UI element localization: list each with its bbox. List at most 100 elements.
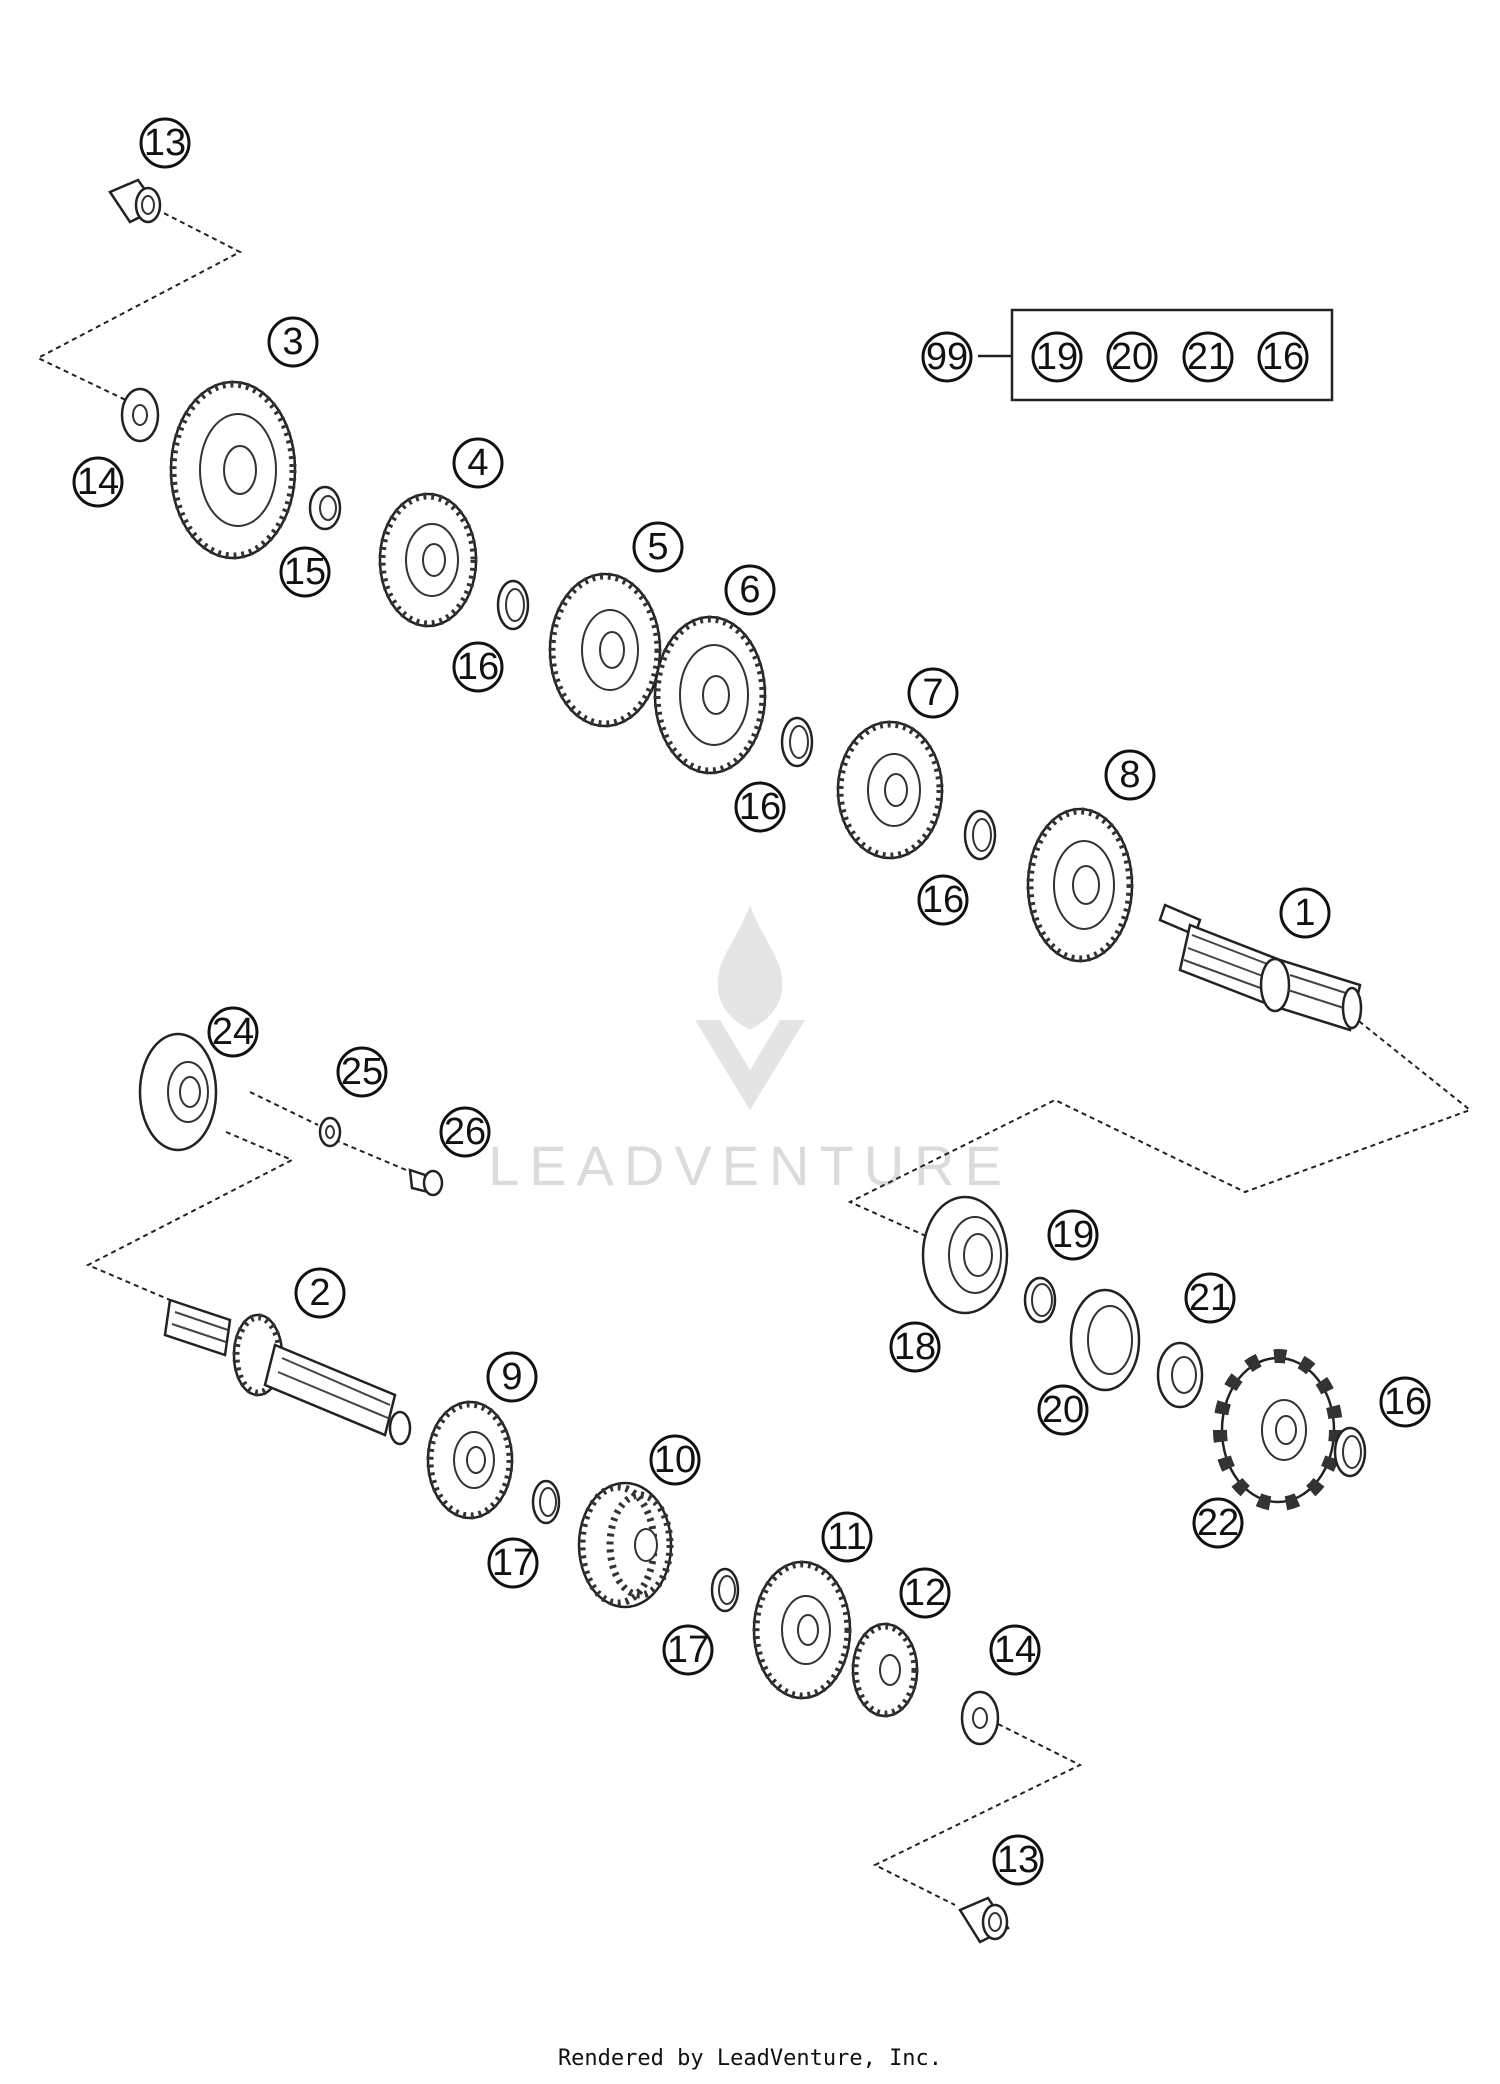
callout-12: 12 bbox=[899, 1567, 951, 1619]
svg-text:21: 21 bbox=[1187, 336, 1229, 378]
svg-text:16: 16 bbox=[457, 646, 499, 688]
svg-text:19: 19 bbox=[1036, 336, 1078, 378]
callout-21: 21 bbox=[1184, 1272, 1236, 1324]
svg-text:6: 6 bbox=[739, 569, 760, 611]
svg-text:9: 9 bbox=[501, 1356, 522, 1398]
svg-text:4: 4 bbox=[467, 442, 488, 484]
callout-16-d: 16 bbox=[1379, 1376, 1431, 1428]
callout-1: 1 bbox=[1279, 887, 1331, 939]
svg-text:16: 16 bbox=[1262, 336, 1304, 378]
callout-4: 4 bbox=[452, 437, 504, 489]
gear-7 bbox=[836, 720, 944, 860]
svg-text:16: 16 bbox=[739, 786, 781, 828]
gear-3 bbox=[169, 380, 297, 560]
washer-14-top bbox=[120, 387, 160, 443]
svg-text:20: 20 bbox=[1042, 1389, 1084, 1431]
gear-10 bbox=[577, 1481, 674, 1609]
callout-8: 8 bbox=[1104, 749, 1156, 801]
svg-text:21: 21 bbox=[1189, 1277, 1231, 1319]
callout-16-b: 16 bbox=[734, 781, 786, 833]
callout-14-bottom: 14 bbox=[989, 1624, 1041, 1676]
callout-18: 18 bbox=[889, 1321, 941, 1373]
kit-99-group bbox=[978, 308, 1334, 402]
svg-text:2: 2 bbox=[309, 1272, 330, 1314]
footer-credit: Rendered by LeadVenture, Inc. bbox=[557, 2046, 943, 2071]
bearing-13-bottom bbox=[958, 1896, 1010, 1944]
svg-text:16: 16 bbox=[922, 879, 964, 921]
svg-text:7: 7 bbox=[922, 672, 943, 714]
svg-text:99: 99 bbox=[926, 336, 968, 378]
flame-v-logo-icon bbox=[695, 905, 805, 1110]
svg-text:19: 19 bbox=[1052, 1214, 1094, 1256]
callout-3: 3 bbox=[267, 316, 319, 368]
washer-25 bbox=[318, 1116, 342, 1148]
ring-16-b bbox=[780, 716, 814, 768]
svg-text:13: 13 bbox=[997, 1839, 1039, 1881]
svg-text:17: 17 bbox=[667, 1629, 709, 1671]
callout-13-top: 13 bbox=[139, 117, 191, 169]
ring-16-c bbox=[963, 809, 997, 861]
svg-text:16: 16 bbox=[1384, 1381, 1426, 1423]
callout-16-kit: 16 bbox=[1257, 331, 1309, 383]
bushing-21 bbox=[1156, 1341, 1204, 1409]
svg-text:14: 14 bbox=[994, 1629, 1036, 1671]
callout-25: 25 bbox=[336, 1046, 388, 1098]
callout-22: 22 bbox=[1192, 1497, 1244, 1549]
callout-7: 7 bbox=[907, 667, 959, 719]
callout-10: 10 bbox=[649, 1434, 701, 1486]
svg-text:8: 8 bbox=[1119, 754, 1140, 796]
callout-13-bottom: 13 bbox=[992, 1834, 1044, 1886]
seal-20 bbox=[1069, 1288, 1141, 1392]
svg-text:5: 5 bbox=[647, 526, 668, 568]
kit-box bbox=[1010, 308, 1334, 402]
callout-99-kit: 99 bbox=[921, 331, 973, 383]
svg-text:11: 11 bbox=[827, 1516, 866, 1558]
watermark-text: LEADVENTURE bbox=[488, 1134, 1012, 1197]
callout-6: 6 bbox=[724, 564, 776, 616]
sprocket-22 bbox=[1213, 1349, 1343, 1511]
bearing-18 bbox=[921, 1195, 1009, 1315]
bushing-15 bbox=[308, 485, 342, 531]
callout-15: 15 bbox=[279, 546, 331, 598]
callout-16-a: 16 bbox=[452, 641, 504, 693]
main-shaft-1 bbox=[1158, 903, 1363, 1032]
svg-text:13: 13 bbox=[144, 122, 186, 164]
watermark: LEADVENTURE bbox=[488, 905, 1012, 1197]
counter-shaft-2 bbox=[163, 1298, 412, 1446]
callout-21-kit: 21 bbox=[1182, 331, 1234, 383]
callout-2: 2 bbox=[294, 1267, 346, 1319]
svg-text:3: 3 bbox=[282, 321, 303, 363]
callout-5: 5 bbox=[632, 521, 684, 573]
ring-19 bbox=[1023, 1276, 1057, 1324]
gear-9 bbox=[426, 1400, 514, 1520]
callout-9: 9 bbox=[486, 1351, 538, 1403]
callout-24: 24 bbox=[207, 1006, 259, 1058]
ring-16-a bbox=[496, 579, 530, 631]
washer-14-bottom bbox=[960, 1690, 1000, 1746]
svg-text:25: 25 bbox=[341, 1051, 383, 1093]
svg-text:24: 24 bbox=[212, 1011, 254, 1053]
ring-17-b bbox=[710, 1567, 740, 1613]
callout-20-kit: 20 bbox=[1106, 331, 1158, 383]
gear-4 bbox=[378, 492, 478, 628]
svg-text:15: 15 bbox=[284, 551, 326, 593]
callout-17-a: 17 bbox=[487, 1537, 539, 1589]
screw-26 bbox=[408, 1168, 444, 1197]
callout-26: 26 bbox=[439, 1106, 491, 1158]
ring-17-a bbox=[531, 1479, 561, 1525]
gear-8 bbox=[1026, 807, 1134, 963]
svg-text:26: 26 bbox=[444, 1111, 486, 1153]
svg-text:12: 12 bbox=[904, 1572, 946, 1614]
gear-5 bbox=[548, 572, 662, 728]
callout-11: 11 bbox=[821, 1511, 873, 1563]
callout-14-top: 14 bbox=[72, 456, 124, 508]
bearing-13-top bbox=[108, 178, 162, 224]
ring-16-d bbox=[1333, 1426, 1367, 1478]
seal-24 bbox=[138, 1032, 218, 1152]
gear-11 bbox=[752, 1560, 852, 1700]
svg-text:18: 18 bbox=[894, 1326, 936, 1368]
gear-6 bbox=[653, 615, 767, 775]
svg-text:10: 10 bbox=[654, 1439, 696, 1481]
svg-text:1: 1 bbox=[1294, 892, 1315, 934]
